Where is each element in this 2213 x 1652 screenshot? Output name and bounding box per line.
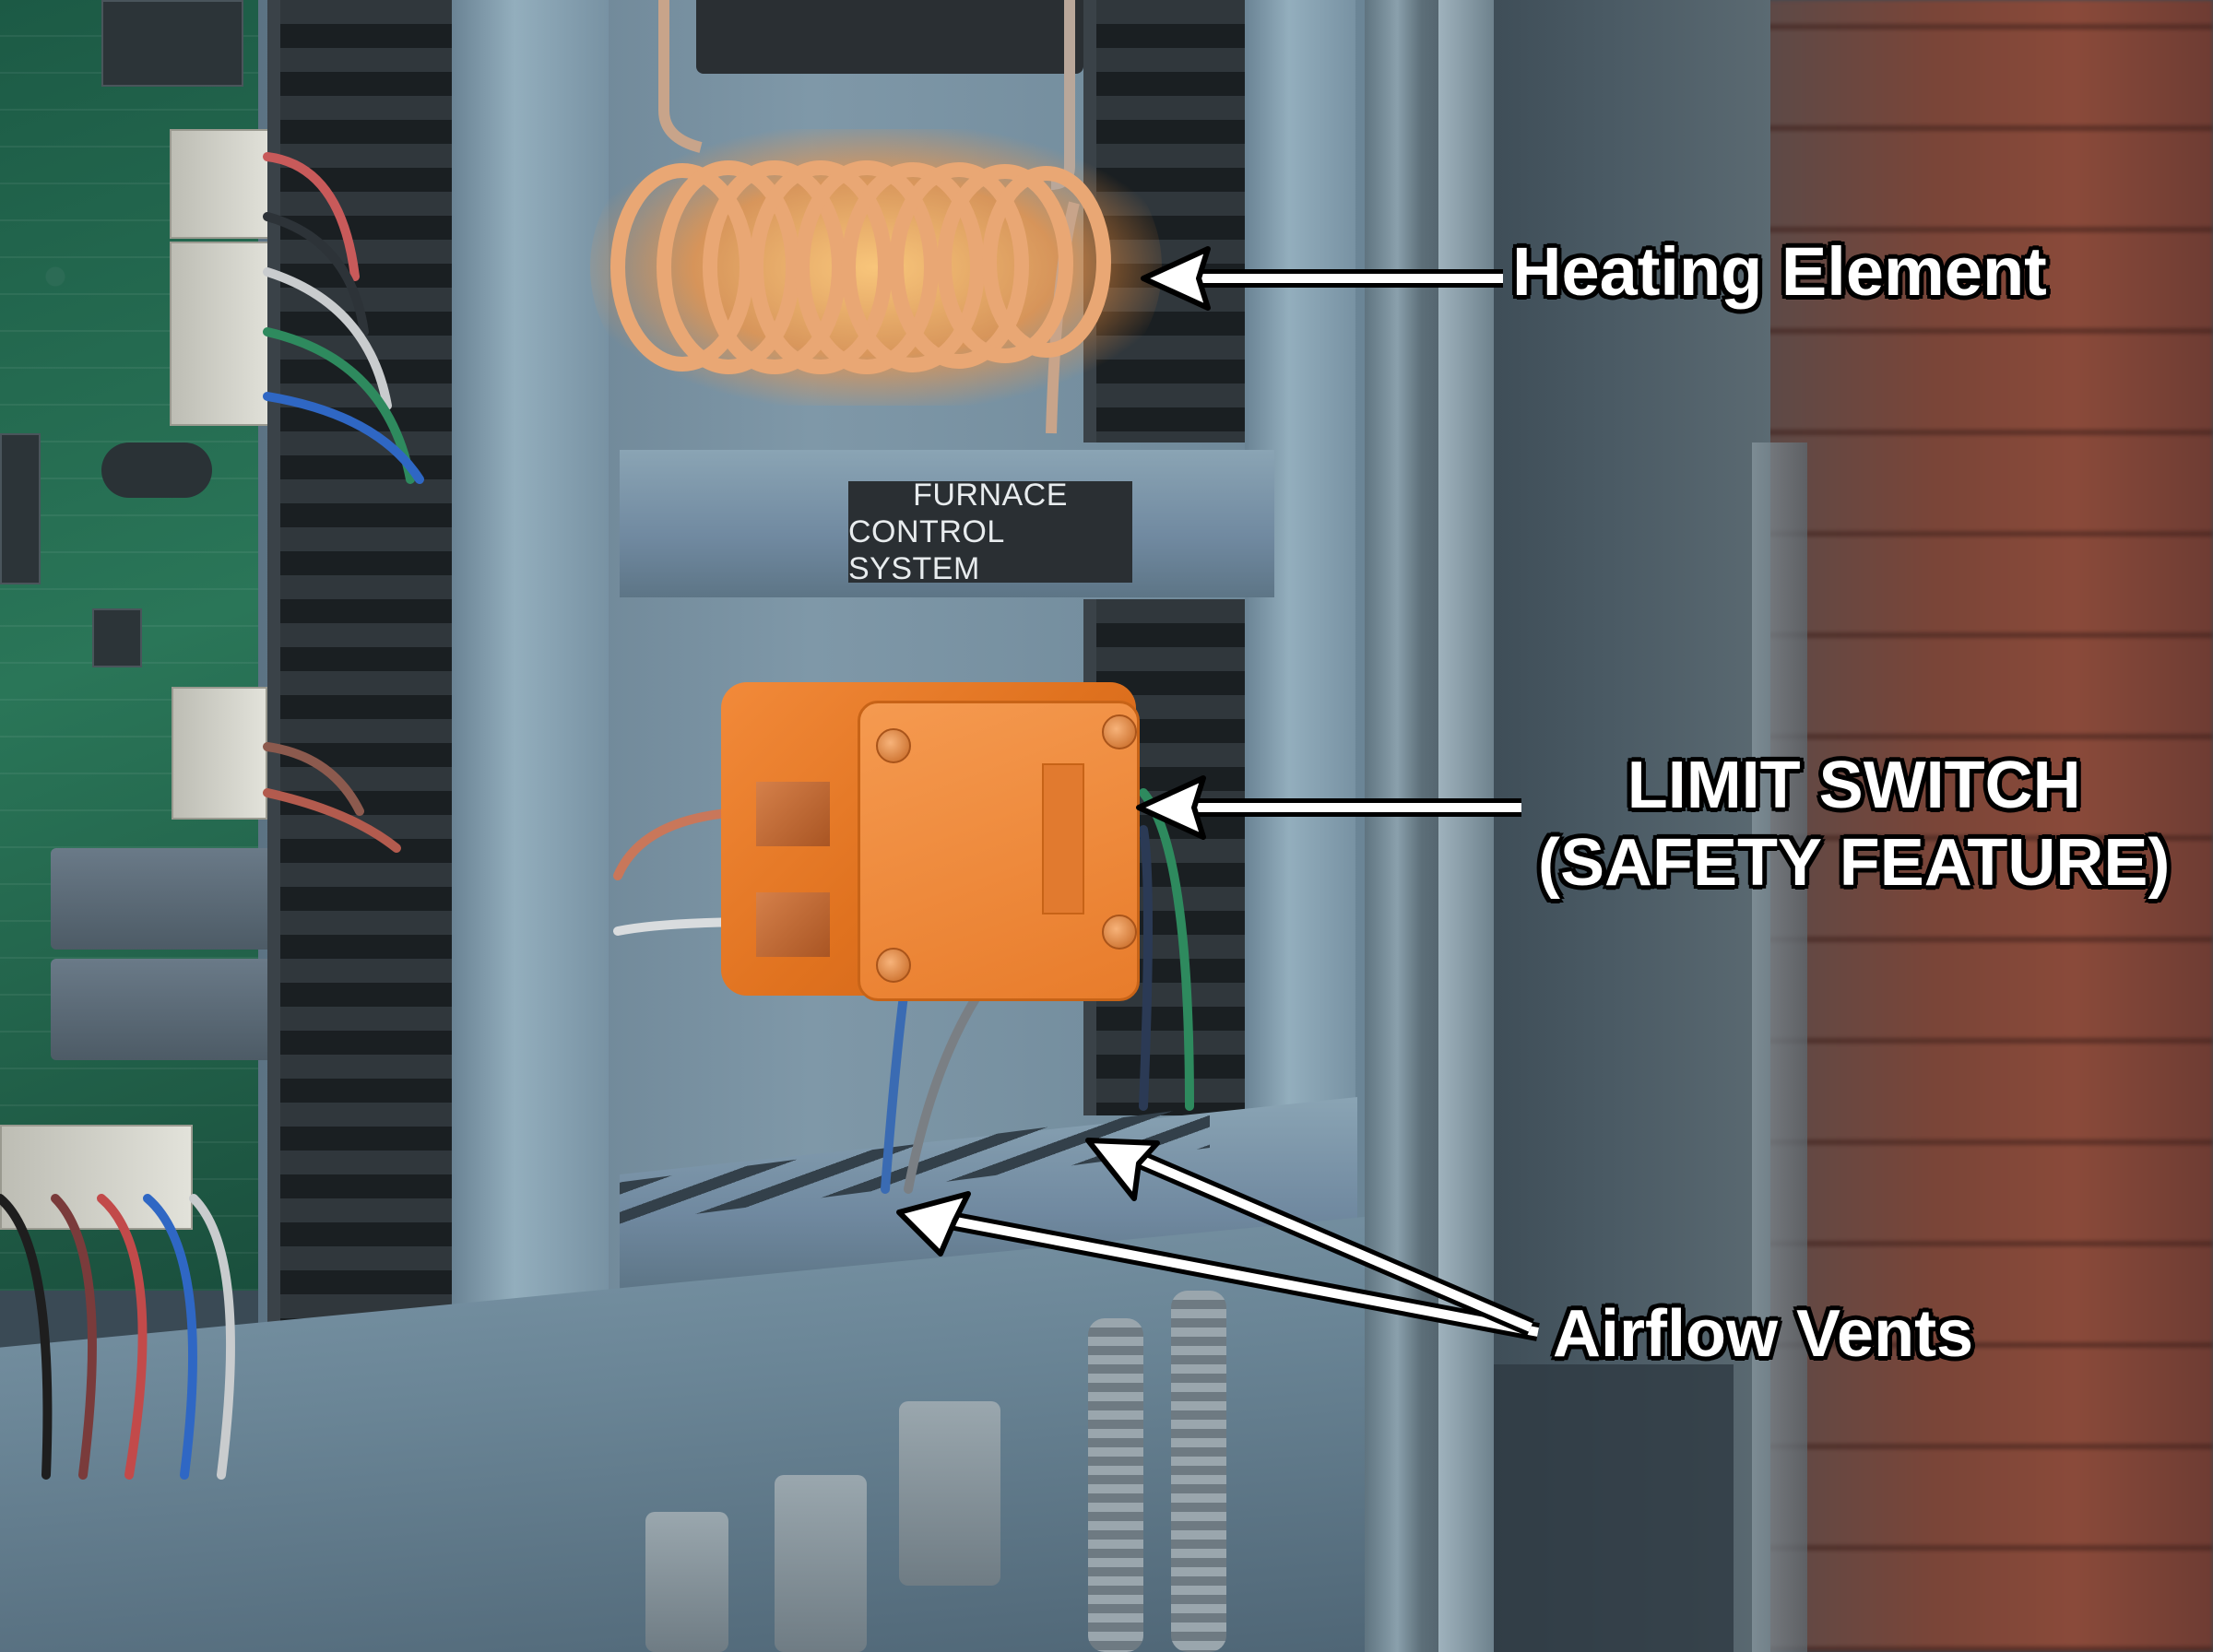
top-mount-bracket: [696, 0, 1083, 74]
pcb-ic-chip: [0, 433, 41, 584]
cable-gland-2: [775, 1475, 867, 1652]
cable-gland-3: [899, 1401, 1000, 1586]
furnace-control-system-plate: FURNACE CONTROL SYSTEM: [848, 478, 1132, 586]
plate-line-2: CONTROL SYSTEM: [848, 514, 1004, 586]
door-lower-panel: [1494, 1364, 1734, 1652]
plate-line-1: FURNACE: [913, 478, 1068, 513]
heating-element-arrow-icon: [1141, 246, 1503, 311]
limit-switch-label: LIMIT SWITCH (SAFETY FEATURE): [1538, 747, 2170, 902]
limit-switch-arrow-icon: [1136, 775, 1521, 840]
limit-switch-label-line-2: (SAFETY FEATURE): [1538, 826, 2171, 900]
airflow-vents-arrow-icon-2: [1085, 1138, 1534, 1337]
airflow-vents-label: Airflow Vents: [1553, 1297, 1974, 1371]
limit-switch-terminal-upper: [756, 782, 830, 846]
relay-lower: [51, 959, 300, 1060]
wiring-icon: [0, 152, 1194, 1480]
screw-icon: [876, 948, 911, 983]
screw-icon: [876, 728, 911, 763]
wire-connector-upper-a: [170, 129, 275, 239]
wire-connector-middle: [172, 687, 267, 820]
flexible-conduit-2: [1171, 1291, 1226, 1652]
limit-switch-window: [1042, 763, 1084, 914]
capacitor: [101, 442, 212, 498]
heating-element-label: Heating Element: [1512, 233, 2047, 310]
limit-switch-terminal-lower: [756, 892, 830, 957]
heating-coil-icon: [610, 0, 1111, 434]
airflow-vents-arrow-icon-1: [896, 1191, 1540, 1341]
screw-icon: [1102, 914, 1137, 950]
screw-icon: [1102, 714, 1137, 749]
pcb-component-top: [101, 0, 243, 87]
door-frame-edge-far: [1752, 442, 1807, 1652]
flexible-conduit-1: [1088, 1318, 1143, 1652]
limit-switch-label-line-1: LIMIT SWITCH: [1627, 749, 2081, 822]
brick-wall-background: [1752, 0, 2213, 1652]
relay-upper: [51, 848, 300, 950]
panel-post-left: [452, 0, 609, 1383]
pcb-small-chip: [92, 608, 142, 667]
cable-gland-1: [645, 1512, 728, 1652]
